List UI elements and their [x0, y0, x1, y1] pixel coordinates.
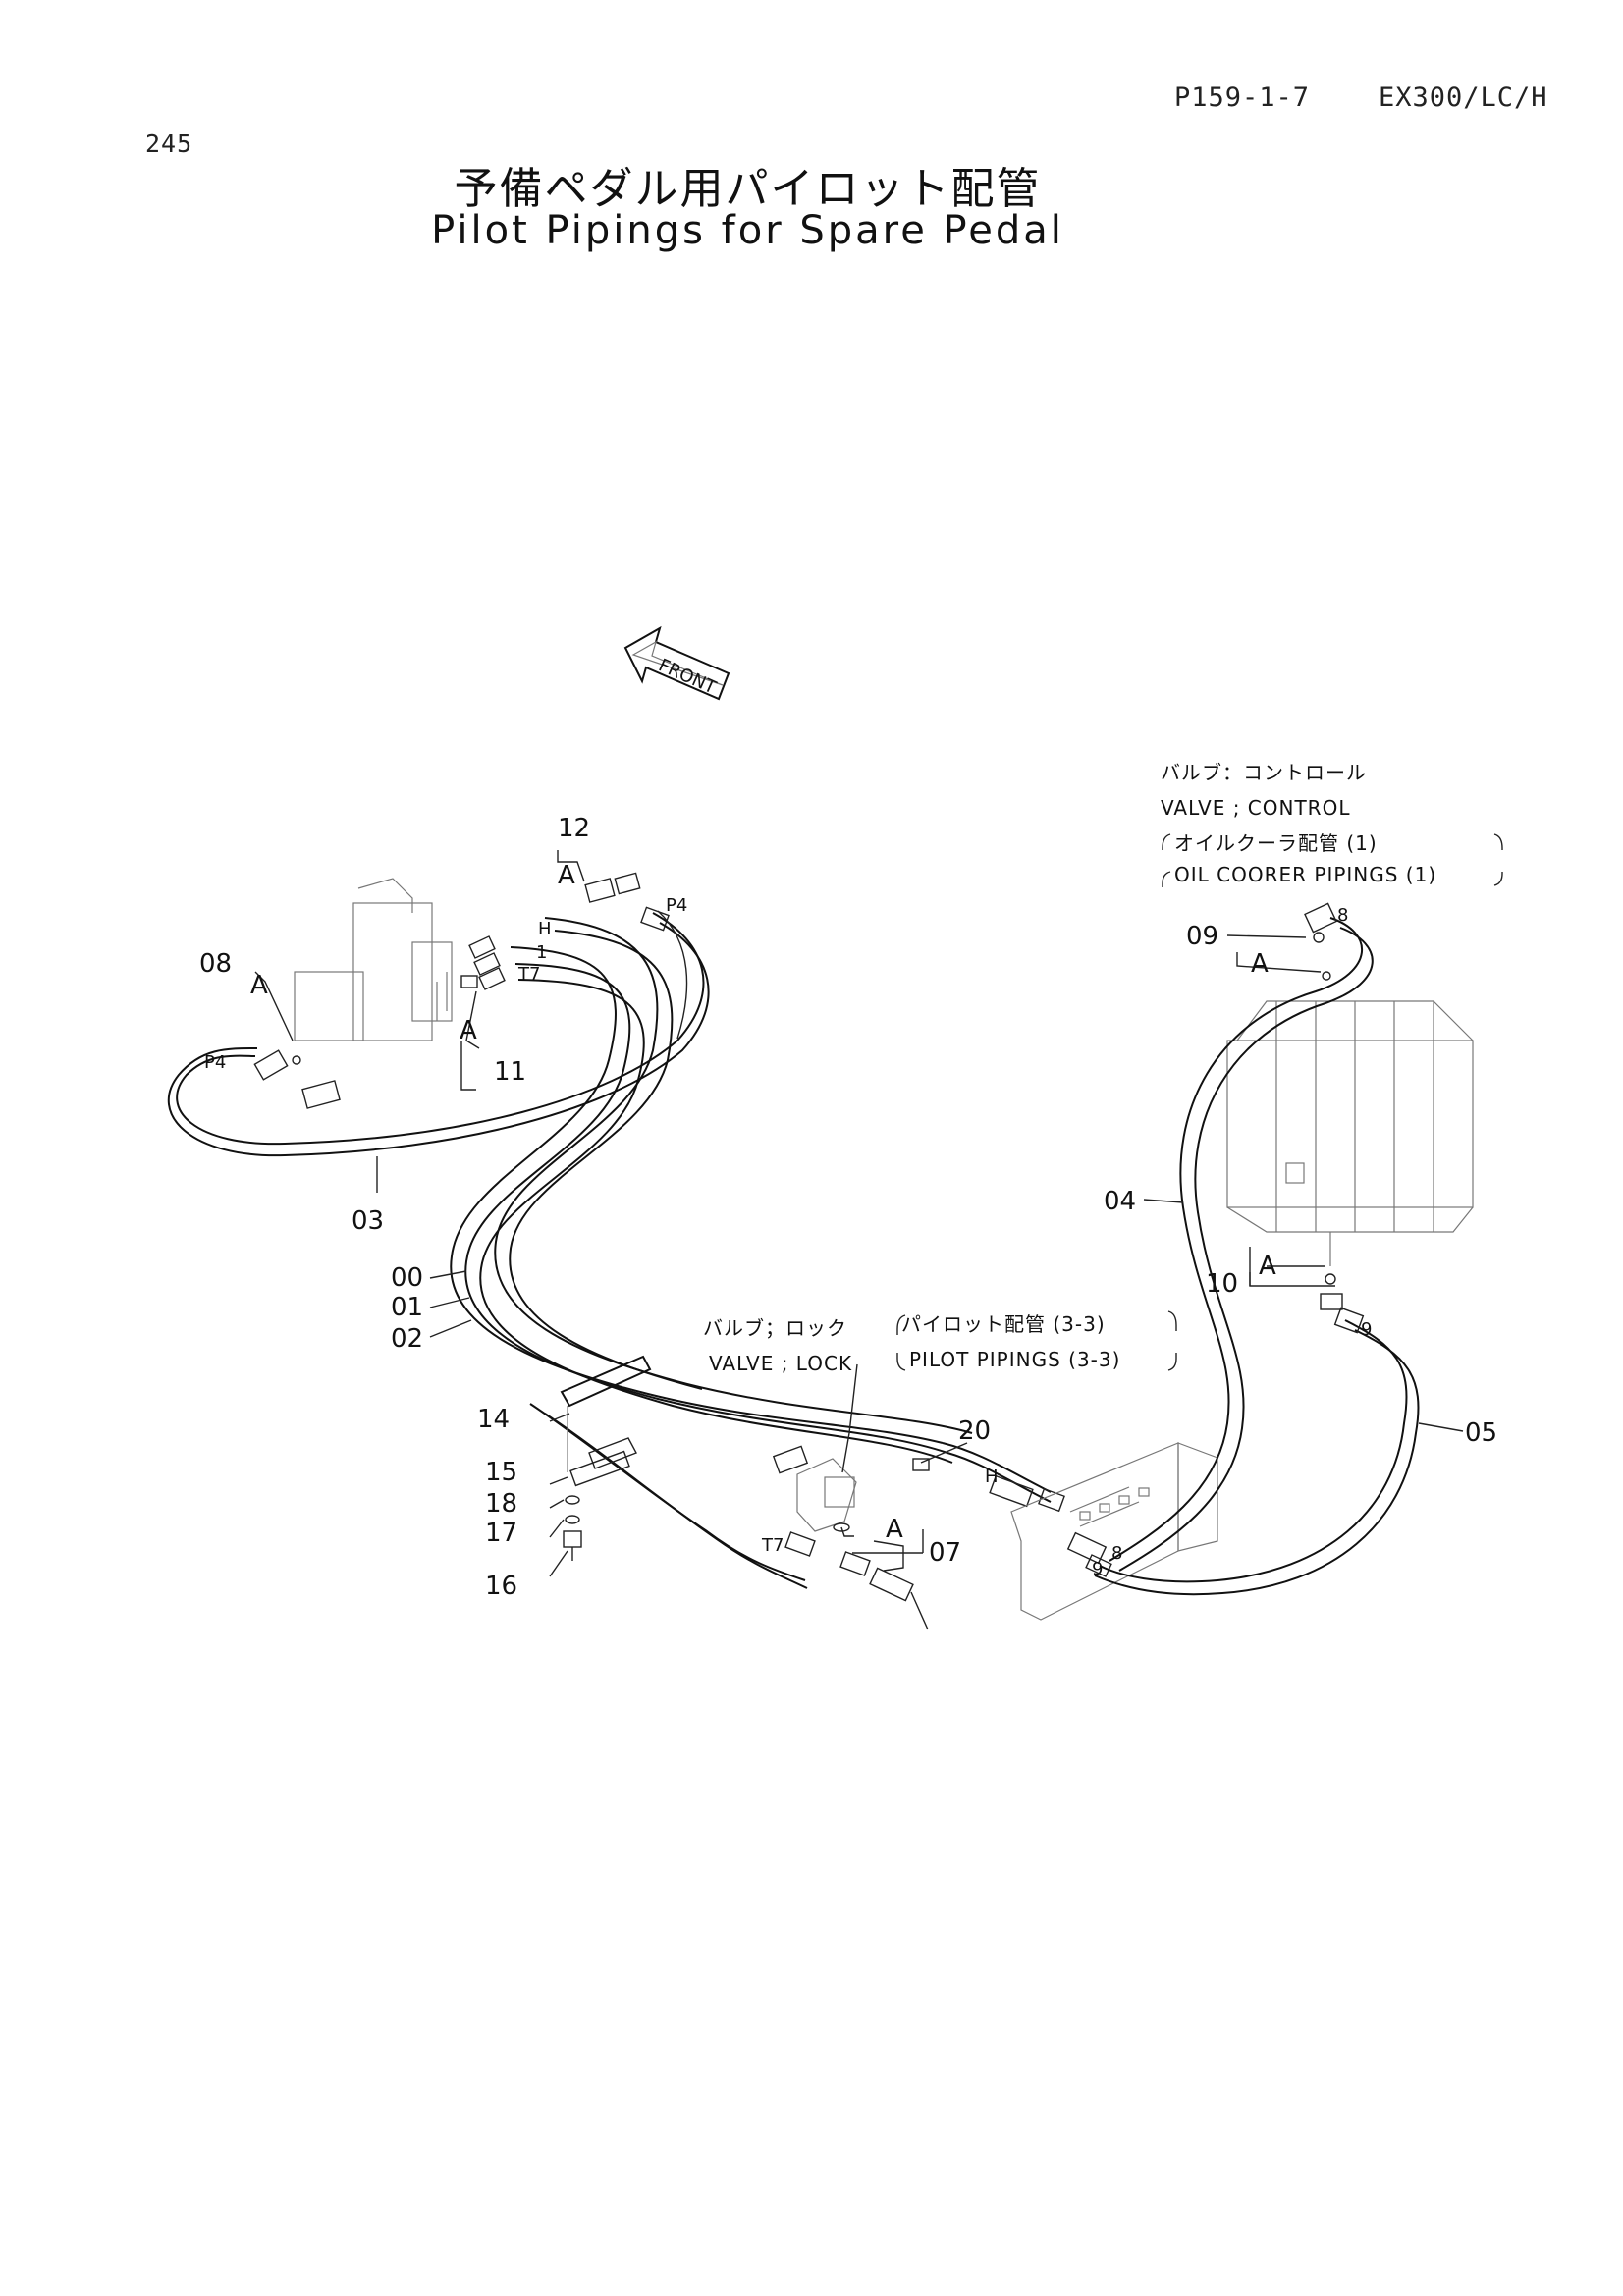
label-9-mid: 9	[1092, 1559, 1103, 1579]
callout-02: 02	[391, 1324, 423, 1354]
callout-16: 16	[485, 1572, 517, 1601]
pilot-valve-left	[294, 878, 453, 1041]
right-hoses-and-mount	[912, 1442, 1218, 1621]
fittings-left	[253, 872, 670, 1109]
callout-10: 10	[1206, 1269, 1238, 1299]
label-p4-top: P4	[666, 895, 687, 916]
label-8-mid: 8	[1111, 1543, 1122, 1564]
hose-03	[167, 910, 710, 1157]
callout-15: 15	[485, 1458, 517, 1487]
page-number: 245	[145, 130, 193, 158]
callout-04: 04	[1104, 1187, 1136, 1216]
front-arrow-label: FRONT	[655, 655, 720, 699]
callout-05: 05	[1465, 1418, 1497, 1448]
lock-valve-ref-jp: パイロット配管 (3-3)	[901, 1312, 1106, 1336]
hose-bundle-00-01-02	[450, 917, 973, 1589]
control-valve	[1226, 1000, 1474, 1266]
label-a-12: A	[558, 861, 575, 890]
callout-07: 07	[929, 1538, 961, 1568]
callout-14: 14	[477, 1405, 510, 1434]
label-h-top: H	[538, 919, 552, 939]
page-code: P159-1-7	[1174, 82, 1311, 113]
callout-18: 18	[485, 1489, 517, 1519]
label-p4-left: P4	[204, 1052, 226, 1073]
label-t7-mid: T7	[761, 1535, 784, 1556]
callout-09: 09	[1186, 922, 1218, 951]
label-a-11: A	[460, 1016, 477, 1045]
lock-valve	[772, 1445, 929, 1630]
label-9-right: 9	[1361, 1319, 1372, 1340]
control-valve-ref-jp: オイルクーラ配管 (1)	[1174, 831, 1378, 855]
label-h-mid: H	[985, 1467, 999, 1487]
note-lock-valve: バルブ；ロック VALVE ; LOCK パイロット配管 (3-3) PILOT…	[703, 1310, 1177, 1375]
callout-17: 17	[485, 1519, 517, 1548]
lock-valve-en: VALVE ; LOCK	[709, 1352, 852, 1375]
note-control-valve: バルブ：コントロール VALVE ; CONTROL オイルクーラ配管 (1) …	[1161, 761, 1503, 887]
callout-03: 03	[352, 1206, 384, 1236]
control-valve-en: VALVE ; CONTROL	[1161, 796, 1350, 820]
callout-12: 12	[558, 814, 590, 843]
title-japanese: 予備ペダル用パイロット配管	[454, 164, 1042, 214]
label-t7-top: T7	[517, 964, 540, 985]
title-english: Pilot Pipings for Spare Pedal	[431, 208, 1064, 253]
port-labels: A P4 H 1 T7 A P4 A A 8 A 9 H T7 A 8 9	[204, 861, 1372, 1579]
label-1-top: 1	[536, 942, 547, 963]
callout-11: 11	[494, 1057, 526, 1087]
label-a-07: A	[886, 1515, 903, 1544]
lock-valve-ref-en: PILOT PIPINGS (3-3)	[909, 1348, 1120, 1371]
callout-08: 08	[199, 949, 232, 979]
hose-05	[1094, 1273, 1420, 1596]
lock-valve-jp: バルブ；ロック	[703, 1316, 847, 1340]
model-code: EX300/LC/H	[1379, 82, 1548, 113]
hose-04	[1109, 902, 1374, 1572]
callouts: 12 08 11 03 00 01 02 14 15 18 17 16 20 0…	[199, 814, 1497, 1601]
label-8-right: 8	[1337, 905, 1348, 926]
control-valve-ref-en: OIL COORER PIPINGS (1)	[1174, 863, 1436, 886]
front-arrow-icon: FRONT	[623, 625, 730, 701]
leader-lines	[254, 850, 1464, 1577]
callout-01: 01	[391, 1293, 423, 1322]
callout-20: 20	[958, 1416, 991, 1446]
callout-00: 00	[391, 1263, 423, 1293]
label-a-08: A	[250, 971, 268, 1000]
label-a-09: A	[1251, 949, 1269, 979]
control-valve-jp: バルブ：コントロール	[1161, 761, 1367, 784]
bracket-parts-14-18	[560, 1355, 652, 1561]
label-a-10: A	[1259, 1252, 1276, 1281]
